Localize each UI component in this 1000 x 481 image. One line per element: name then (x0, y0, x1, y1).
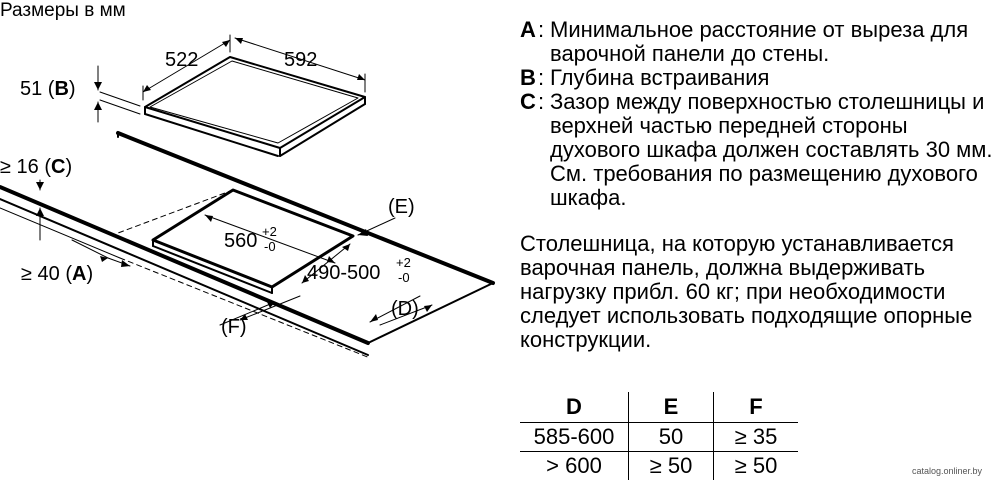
label-e: (E) (388, 196, 415, 218)
note-c: C: Зазор между поверхностью столешницы и… (520, 90, 995, 210)
dim-gap-c-letter: C (51, 156, 66, 178)
dim-depth-592: 592 (284, 49, 318, 71)
label-d: (D) (391, 298, 419, 320)
dim-gap-a: ≥ 40 (A) (21, 263, 93, 286)
worktop-outline (0, 131, 495, 359)
table-header-f: F (713, 392, 798, 423)
table-cell: 50 (628, 422, 714, 452)
dim-cutout-depth: 490-500 (307, 262, 380, 285)
note-b-text: Глубина встраивания (550, 65, 770, 90)
dim-height-value: 51 ( (20, 78, 55, 100)
note-a-text: Минимальное расстояние от выреза для вар… (550, 17, 969, 66)
watermark: catalog.onliner.by (912, 466, 983, 476)
dim-height-b: 51 (B) (20, 78, 76, 101)
dim-gap-c-close: ) (65, 156, 73, 178)
dim-gap-c: ≥ 16 (C) (0, 156, 72, 179)
dim-cutout-width: 560 (224, 230, 257, 253)
dim-cutout-depth-value: 490-500 (307, 262, 381, 284)
dim-width-522: 522 (165, 49, 199, 71)
hob-dimension-lines (97, 34, 366, 123)
dim-cutout-depth-minus: -0 (398, 270, 410, 285)
table-header-e: E (628, 392, 714, 423)
cutout-outline (117, 188, 355, 294)
dim-gap-a-value: ≥ 40 ( (21, 263, 72, 285)
dim-cutout-width-minus: -0 (264, 239, 276, 254)
diagram-caption: Размеры в мм (0, 0, 126, 21)
note-b-letter: B (520, 65, 536, 90)
table-cell: 585-600 (533, 424, 615, 449)
table-cell: ≥ 35 (713, 422, 798, 452)
dim-cutout-width-value: 560 (224, 230, 258, 252)
clearance-table: D E F 585-600 50 ≥ 35 > 600 ≥ 50 ≥ 50 (520, 392, 798, 480)
notes-panel: A: Минимальное расстояние от выреза для … (520, 18, 995, 352)
dim-cutout-depth-plus: +2 (396, 255, 411, 270)
table-header-row: D E F (520, 392, 798, 423)
installation-diagram (0, 34, 495, 359)
note-c-text: Зазор между поверхностью столешницы и ве… (550, 89, 993, 210)
note-a: A: Минимальное расстояние от выреза для … (520, 18, 995, 66)
table-header-d: D (520, 392, 629, 423)
dim-gap-c-value: ≥ 16 ( (0, 156, 51, 178)
dim-gap-a-letter: A (72, 263, 87, 285)
label-f: (F) (221, 316, 247, 338)
note-a-letter: A (520, 17, 536, 42)
table-cell: ≥ 50 (628, 451, 714, 480)
table-row: > 600 ≥ 50 ≥ 50 (520, 451, 798, 480)
table-row: 585-600 50 ≥ 35 (520, 422, 798, 452)
note-b: B: Глубина встраивания (520, 66, 995, 90)
dim-cutout-width-plus: +2 (262, 224, 277, 239)
dim-gap-a-close: ) (86, 263, 94, 285)
table-cell: > 600 (520, 451, 629, 480)
dim-height-letter: B (54, 78, 69, 100)
dim-height-close: ) (68, 78, 76, 100)
worktop-note: Столешница, на которую устанавливается в… (520, 231, 973, 352)
table-cell: ≥ 50 (713, 451, 798, 480)
hob-outline (144, 56, 366, 157)
arrowheads (36, 38, 432, 322)
note-c-letter: C (520, 89, 536, 114)
